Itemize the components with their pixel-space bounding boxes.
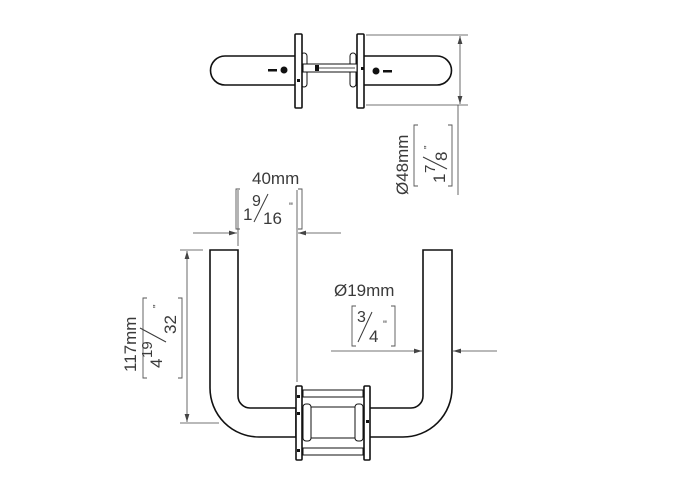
tube-diameter-dimension: Ø19mm 3 4 " xyxy=(331,281,497,354)
screw-icon xyxy=(280,66,288,74)
projection-mm: 40mm xyxy=(252,169,299,188)
svg-text:3: 3 xyxy=(357,309,366,326)
top-view xyxy=(209,33,453,109)
left-lever-top xyxy=(209,55,300,86)
svg-text:": " xyxy=(383,319,387,331)
rose-diameter-dimension: Ø48mm 1 7 8 " xyxy=(366,34,468,195)
svg-text:": " xyxy=(423,145,434,149)
left-rose-top xyxy=(294,33,303,109)
rose-diameter-mm: Ø48mm xyxy=(393,135,412,195)
tube-diameter-mm: Ø19mm xyxy=(334,281,394,300)
handle-profile xyxy=(209,249,297,438)
screw-icon xyxy=(372,67,380,75)
height-dimension: 117mm 4 19 32 " xyxy=(121,249,219,424)
svg-text:": " xyxy=(289,201,293,213)
svg-text:9: 9 xyxy=(252,193,261,210)
right-lever-top xyxy=(356,55,453,86)
svg-text:8: 8 xyxy=(432,152,451,161)
front-view xyxy=(209,249,453,461)
height-mm: 117mm xyxy=(121,317,140,372)
svg-text:1: 1 xyxy=(430,174,449,183)
svg-text:7: 7 xyxy=(422,165,439,173)
svg-text:": " xyxy=(152,304,163,308)
svg-text:19: 19 xyxy=(139,341,156,358)
svg-text:32: 32 xyxy=(161,315,180,334)
spindle-front xyxy=(301,406,365,439)
svg-text:1: 1 xyxy=(243,205,252,224)
svg-text:4: 4 xyxy=(369,327,378,346)
svg-text:4: 4 xyxy=(147,359,166,368)
projection-dimension: 40mm 1 9 16 " xyxy=(193,169,341,382)
svg-text:16: 16 xyxy=(263,209,282,228)
right-rose-top xyxy=(356,33,365,109)
